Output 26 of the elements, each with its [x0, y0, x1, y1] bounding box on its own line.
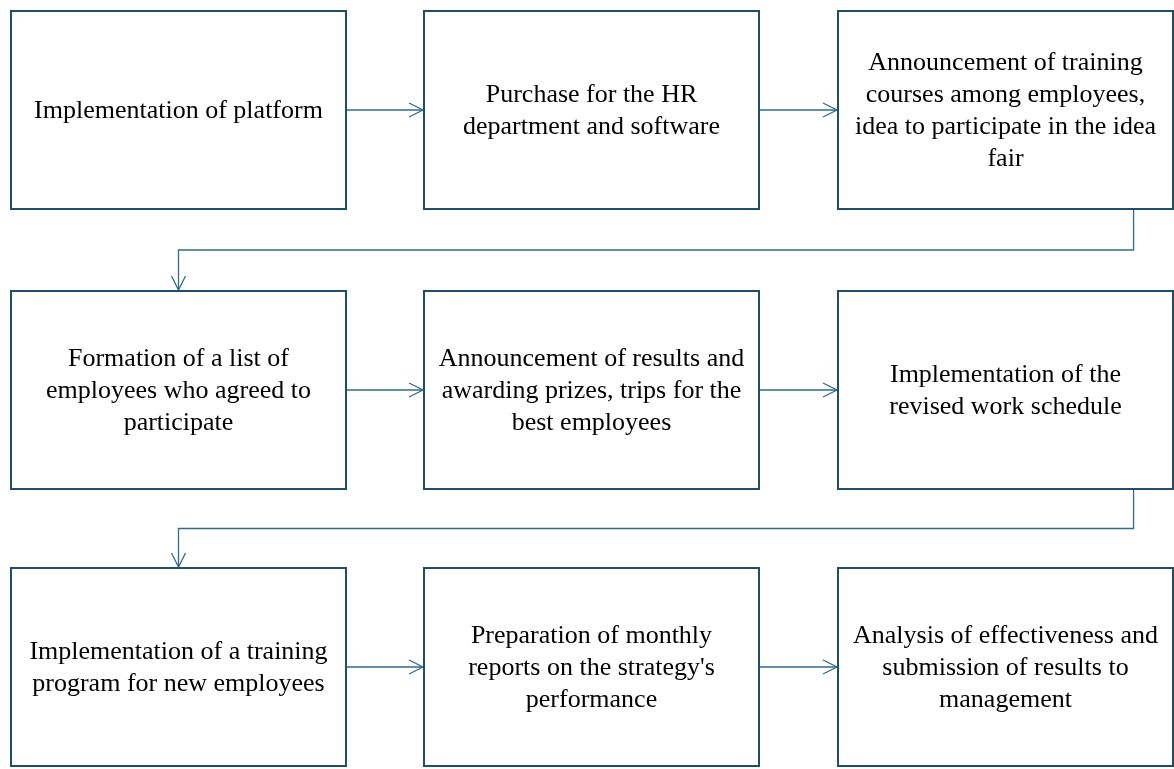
step-text: Formation of a list of employees who agreed to participate: [45, 342, 312, 438]
step-text: Announcement of training courses among employees, idea to participate in the idea fair: [854, 46, 1157, 174]
arrow: [170, 489, 1135, 568]
arrow: [759, 102, 838, 118]
step-text: Implementation of the revised work schedule: [888, 358, 1123, 422]
step-text: Analysis of effectiveness and submission of results to management: [852, 619, 1159, 715]
step-text: Implementation of platform: [34, 94, 323, 126]
arrow: [759, 382, 838, 398]
step-text: Purchase for the HR department and software: [462, 78, 721, 142]
step-text: Preparation of monthly reports on the strategy's performance: [467, 619, 716, 715]
process-box: [10, 567, 347, 767]
arrow: [346, 102, 424, 118]
step-text: Announcement of results and awarding prizes, trips for the best employees: [437, 342, 746, 438]
process-box: [837, 10, 1174, 210]
process-box: [423, 567, 760, 767]
arrow: [759, 659, 838, 675]
process-box: [837, 567, 1174, 767]
step-text: Implementation of a training program for new employees: [28, 635, 329, 699]
process-box: [10, 10, 347, 210]
arrow: [346, 382, 424, 398]
arrow: [170, 209, 1135, 291]
process-box: [423, 10, 760, 210]
process-box: [837, 290, 1174, 490]
process-box: [10, 290, 347, 490]
process-box: [423, 290, 760, 490]
arrow: [346, 659, 424, 675]
